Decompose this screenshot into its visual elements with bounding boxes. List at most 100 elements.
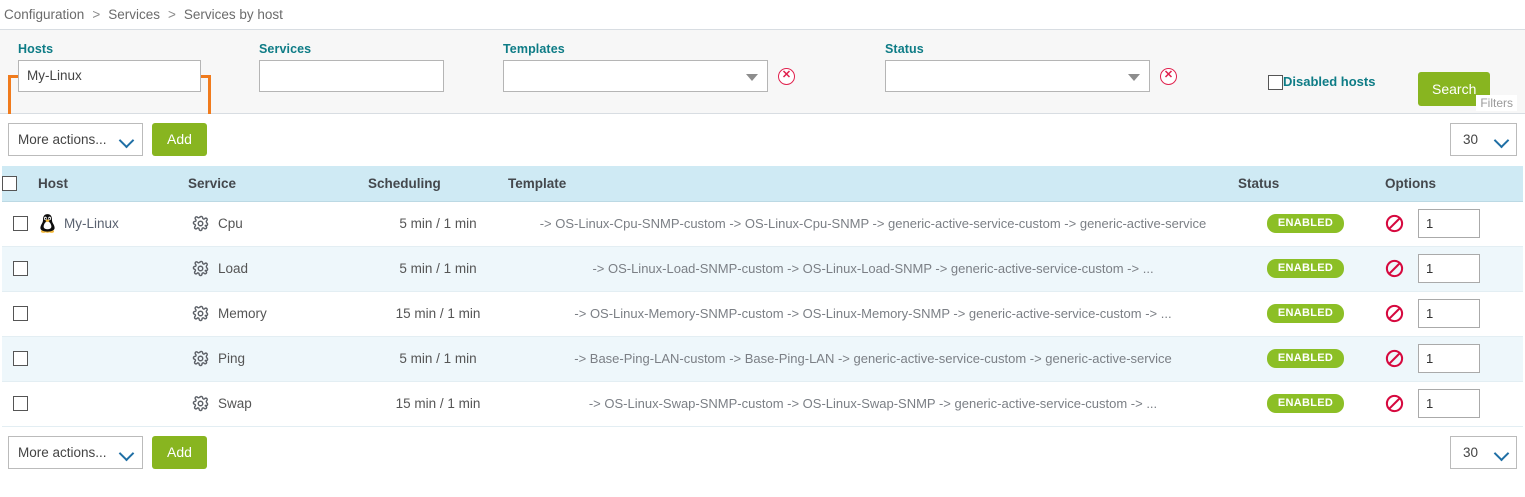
more-actions-label-bottom: More actions... xyxy=(18,444,107,460)
hosts-input[interactable]: My-Linux xyxy=(18,60,201,92)
template-chain: -> OS-Linux-Memory-SNMP-custom -> OS-Lin… xyxy=(574,306,1172,321)
row-checkbox[interactable] xyxy=(12,396,28,411)
scheduling-cell: 5 min / 1 min xyxy=(368,201,508,247)
gear-icon[interactable] xyxy=(192,350,209,367)
deny-circle-icon[interactable] xyxy=(1385,259,1404,278)
bottom-toolbar: More actions... Add 30 xyxy=(0,426,1525,479)
row-checkbox[interactable] xyxy=(12,351,28,366)
option-count-input[interactable]: 1 xyxy=(1418,209,1480,238)
status-badge[interactable]: ENABLED xyxy=(1266,349,1345,368)
status-cell: ENABLED xyxy=(1238,336,1373,382)
options-cell: 1 xyxy=(1373,381,1523,427)
scheduling-cell: 15 min / 1 min xyxy=(368,291,508,337)
row-checkbox[interactable] xyxy=(12,216,28,231)
host-cell xyxy=(38,336,188,382)
templates-filter-label: Templates xyxy=(503,42,565,56)
header-template[interactable]: Template xyxy=(508,166,1238,202)
tux-linux-icon xyxy=(38,213,57,234)
scheduling-cell: 15 min / 1 min xyxy=(368,381,508,427)
header-scheduling[interactable]: Scheduling xyxy=(368,166,508,202)
options-cell: 1 xyxy=(1373,291,1523,337)
row-checkbox[interactable] xyxy=(12,261,28,276)
page-size-select-top[interactable]: 30 xyxy=(1450,123,1517,156)
breadcrumb: Configuration > Services > Services by h… xyxy=(0,0,1525,30)
service-name[interactable]: Swap xyxy=(218,396,252,411)
header-status[interactable]: Status xyxy=(1238,166,1373,202)
option-count-input[interactable]: 1 xyxy=(1418,254,1480,283)
more-actions-select-top[interactable]: More actions... xyxy=(8,123,143,156)
status-badge[interactable]: ENABLED xyxy=(1266,259,1345,278)
deny-circle-icon[interactable] xyxy=(1385,349,1404,368)
options-cell: 1 xyxy=(1373,201,1523,247)
filters-tag: Filters xyxy=(1476,95,1517,111)
page-size-value-top: 30 xyxy=(1463,132,1479,147)
page-size-value-bottom: 30 xyxy=(1463,444,1479,460)
more-actions-select-bottom[interactable]: More actions... xyxy=(8,435,143,469)
page-size-select-bottom[interactable]: 30 xyxy=(1450,435,1517,469)
add-button-bottom[interactable]: Add xyxy=(152,435,207,469)
template-chain: -> OS-Linux-Swap-SNMP-custom -> OS-Linux… xyxy=(588,396,1158,411)
template-cell: -> OS-Linux-Swap-SNMP-custom -> OS-Linux… xyxy=(508,381,1238,427)
option-count-input[interactable]: 1 xyxy=(1418,299,1480,328)
templates-clear-icon[interactable]: ✕ xyxy=(778,67,795,85)
filter-bar: Hosts My-Linux Services Templates ✕ Stat… xyxy=(0,30,1525,138)
option-count-input[interactable]: 1 xyxy=(1418,389,1480,418)
table-row: My-Linux Cpu 5 min / 1 min-> OS-Linux-Cpu-… xyxy=(2,201,1523,247)
status-select[interactable] xyxy=(885,60,1150,92)
row-select-cell xyxy=(2,336,38,382)
status-cell: ENABLED xyxy=(1238,291,1373,337)
header-host[interactable]: Host xyxy=(38,166,188,202)
status-badge[interactable]: ENABLED xyxy=(1266,304,1345,323)
gear-icon[interactable] xyxy=(192,395,209,412)
templates-filter: Templates ✕ xyxy=(503,42,795,92)
gear-icon[interactable] xyxy=(192,305,209,322)
chevron-down-icon xyxy=(1128,74,1140,81)
templates-select[interactable] xyxy=(503,60,768,92)
row-checkbox[interactable] xyxy=(12,306,28,321)
header-service[interactable]: Service xyxy=(188,166,368,202)
status-clear-icon[interactable]: ✕ xyxy=(1160,67,1177,85)
gear-icon[interactable] xyxy=(192,215,209,232)
breadcrumb-item-configuration[interactable]: Configuration xyxy=(4,7,85,22)
hosts-filter: Hosts My-Linux xyxy=(18,42,201,92)
disabled-hosts-checkbox[interactable] xyxy=(1268,75,1283,90)
options-cell: 1 xyxy=(1373,336,1523,382)
select-all-checkbox[interactable] xyxy=(2,175,17,191)
services-input[interactable] xyxy=(259,60,444,92)
service-cell: Swap xyxy=(188,381,368,427)
gear-icon[interactable] xyxy=(192,260,209,277)
host-cell: My-Linux xyxy=(38,201,188,247)
chevron-down-icon xyxy=(1493,132,1510,149)
disabled-hosts-filter[interactable]: Disabled hosts xyxy=(1268,74,1375,90)
status-badge[interactable]: ENABLED xyxy=(1266,214,1345,233)
service-name[interactable]: Ping xyxy=(218,351,246,366)
service-name[interactable]: Load xyxy=(218,261,249,276)
chevron-down-icon xyxy=(118,132,135,149)
deny-circle-icon[interactable] xyxy=(1385,214,1404,233)
row-select-cell xyxy=(2,201,38,247)
service-cell: Ping xyxy=(188,336,368,382)
service-cell: Cpu xyxy=(188,201,368,247)
table-row: Memory 15 min / 1 min -> OS-Linux-Memory-S… xyxy=(2,291,1523,337)
host-name[interactable]: My-Linux xyxy=(64,216,119,231)
template-cell: -> OS-Linux-Load-SNMP-custom -> OS-Linux… xyxy=(508,246,1238,292)
table-row: Swap 15 min / 1 min -> OS-Linux-Swap-SNMP-… xyxy=(2,381,1523,427)
service-name[interactable]: Memory xyxy=(218,306,267,321)
deny-circle-icon[interactable] xyxy=(1385,304,1404,323)
table-body: My-Linux Cpu 5 min / 1 min-> OS-Linux-Cpu-… xyxy=(2,201,1523,427)
status-cell: ENABLED xyxy=(1238,246,1373,292)
template-cell: -> OS-Linux-Cpu-SNMP-custom -> OS-Linux-… xyxy=(508,201,1238,247)
add-button-top[interactable]: Add xyxy=(152,123,207,156)
breadcrumb-item-services[interactable]: Services xyxy=(108,7,160,22)
host-cell xyxy=(38,246,188,292)
service-name[interactable]: Cpu xyxy=(218,216,243,231)
status-badge[interactable]: ENABLED xyxy=(1266,394,1345,413)
template-chain: -> Base-Ping-LAN-custom -> Base-Ping-LAN… xyxy=(574,351,1172,366)
table-header-row: Host Service Scheduling Template Status … xyxy=(2,166,1523,202)
breadcrumb-item-services-by-host[interactable]: Services by host xyxy=(183,7,283,22)
status-cell: ENABLED xyxy=(1238,381,1373,427)
template-cell: -> Base-Ping-LAN-custom -> Base-Ping-LAN… xyxy=(508,336,1238,382)
deny-circle-icon[interactable] xyxy=(1385,394,1404,413)
option-count-input[interactable]: 1 xyxy=(1418,344,1480,373)
